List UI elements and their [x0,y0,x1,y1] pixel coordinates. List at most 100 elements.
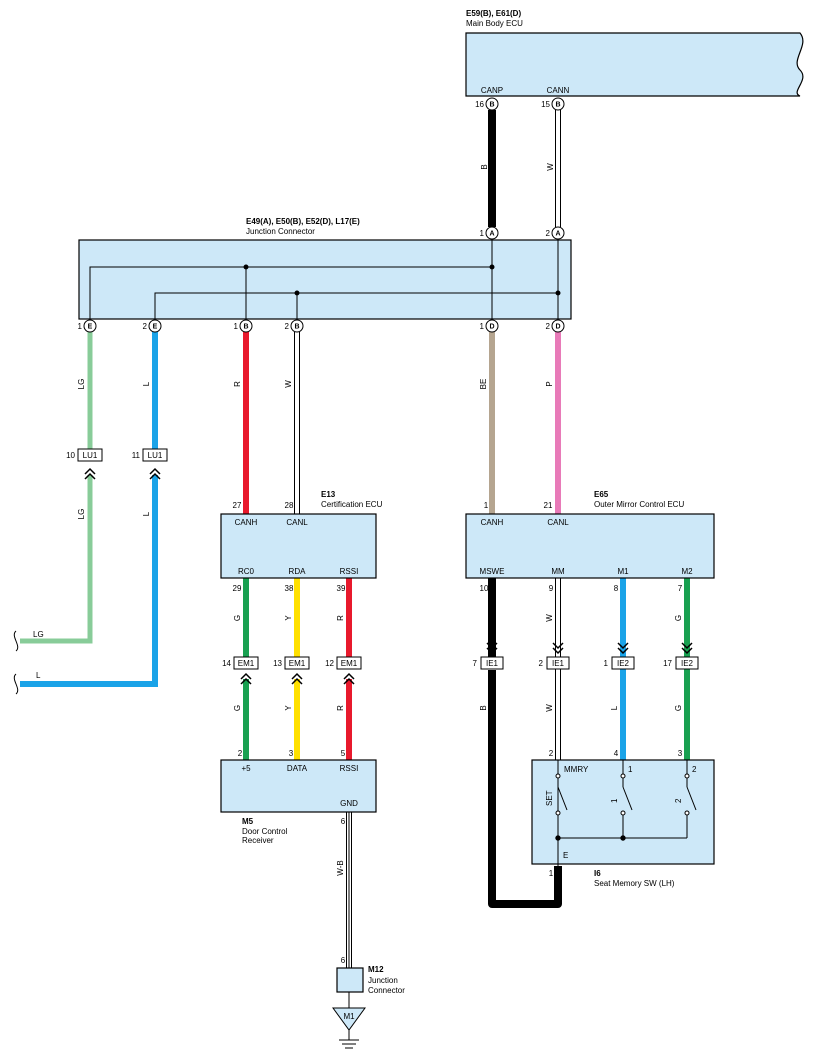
pin-num-e65-m2: 7 [678,584,683,593]
terminal-d-1: D [485,319,499,333]
pin-num-ie2-l: 1 [604,659,609,668]
terminal-b-cann: B [551,97,565,111]
svg-text:LU1: LU1 [83,451,98,460]
wire-label-lg-h: LG [33,630,44,639]
pin-name-e13-canl: CANL [286,518,308,527]
wire-label-lg-2: LG [77,509,86,520]
pin-num-e65-canl: 21 [544,501,553,510]
junction-connector-code: E49(A), E50(B), E52(D), L17(E) [246,217,360,226]
svg-text:E: E [88,324,93,331]
svg-text:E: E [153,324,158,331]
pin-num-e65-mm: 9 [549,584,554,593]
wire-label-w-1: W [284,380,293,388]
svg-text:IE2: IE2 [617,659,630,668]
pin-num-em1-g: 14 [222,659,231,668]
terminal-b-1: B [239,319,253,333]
svg-text:B: B [489,102,494,109]
junction-connector-box [78,239,572,320]
svg-text:D: D [555,324,560,331]
pin-name-e65-mswe: MSWE [480,567,505,576]
main-body-ecu-name: Main Body ECU [466,19,523,28]
seat-memory-sw-code: I6 [594,869,601,878]
pin-name-i6-e: E [563,851,568,860]
wire-label-g-1: G [233,615,242,621]
wire-label-g-2: G [674,615,683,621]
wire-label-g-4: G [674,705,683,711]
wire-label-b-2: B [479,705,488,710]
inline-connector-lu1-l: LU1 [142,448,168,462]
junction-internal-lines [89,240,561,319]
pin-num-jc-a2: 2 [546,229,551,238]
svg-text:IE1: IE1 [552,659,565,668]
pin-num-i6-mmry: 2 [549,749,554,758]
pin-num-e65-m1: 8 [614,584,619,593]
svg-text:IE2: IE2 [681,659,694,668]
pin-name-e65-m2: M2 [681,567,693,576]
wire-label-g-3: G [233,705,242,711]
inline-connector-ie2-g: IE2 [675,656,699,670]
svg-text:A: A [489,231,494,238]
pin-num-ie1-b: 7 [473,659,478,668]
door-control-receiver-box [220,759,377,813]
pin-num-cann: 15 [541,100,550,109]
main-body-ecu-code: E59(B), E61(D) [466,9,521,18]
terminal-d-2: D [551,319,565,333]
pin-num-e13-canh: 27 [233,501,242,510]
pin-num-m5-rssi: 5 [341,749,346,758]
junction-connector-name: Junction Connector [246,227,315,236]
pin-num-i6-e: 1 [549,869,554,878]
pin-num-e13-rda: 38 [285,584,294,593]
pin-num-lu1-lg: 10 [66,451,75,460]
wire-break-marks [13,630,19,695]
inline-connector-em1-y: EM1 [284,656,310,670]
pin-num-i6-2: 3 [678,749,683,758]
seat-memory-switches [555,760,697,866]
inline-connector-ie1-b: IE1 [480,656,504,670]
certification-ecu-name: Certification ECU [321,500,383,509]
pin-name-e13-rc0: RC0 [238,567,255,576]
switch-label-2: 2 [674,798,683,803]
ground-symbol [332,1007,366,1049]
pin-name-i6-mmry: MMRY [564,765,589,774]
pin-name-e65-mm: MM [551,567,565,576]
pin-num-jc-e1: 1 [78,322,83,331]
door-control-receiver-name-2: Receiver [242,836,274,845]
pin-name-cann: CANN [547,86,570,95]
pin-num-m5-plus5: 2 [238,749,243,758]
pin-name-e13-rda: RDA [289,567,307,576]
seat-memory-sw-name: Seat Memory SW (LH) [594,879,675,888]
svg-text:B: B [294,324,299,331]
wire-label-w-top: W [546,163,555,171]
pin-name-e65-m1: M1 [617,567,629,576]
pin-name-m5-gnd: GND [340,799,358,808]
wire-l [20,332,158,687]
wire-label-r-3: R [336,705,345,711]
pin-name-m5-rssi: RSSI [340,764,359,773]
switch-label-1: 1 [610,798,619,803]
pin-num-m5-gnd: 6 [341,817,346,826]
chevrons [84,467,693,685]
outer-mirror-ecu-box [465,513,715,579]
pin-num-em1-r: 12 [325,659,334,668]
pin-num-lu1-l: 11 [132,451,141,460]
wire-lg [20,332,93,644]
svg-text:LU1: LU1 [148,451,163,460]
m12-name-2: Connector [368,986,405,995]
pin-num-jc-b2: 2 [285,322,290,331]
wire-label-l-h: L [36,671,41,680]
pin-name-m5-plus5: +5 [241,764,251,773]
wire-label-r-1: R [233,381,242,387]
terminal-a-2: A [551,226,565,240]
pin-num-jc-a1: 1 [480,229,485,238]
door-control-receiver-name-1: Door Control [242,827,288,836]
pin-num-m5-data: 3 [289,749,294,758]
inline-connector-em1-r: EM1 [336,656,362,670]
wire-label-w-2: W [545,614,554,622]
svg-text:IE1: IE1 [486,659,499,668]
pin-num-canp: 16 [475,100,484,109]
pin-num-e13-canl: 28 [285,501,294,510]
pin-name-e13-canh: CANH [235,518,258,527]
svg-text:B: B [555,102,560,109]
pin-num-e13-rc0: 29 [233,584,242,593]
wire-label-wb: W-B [336,860,345,875]
